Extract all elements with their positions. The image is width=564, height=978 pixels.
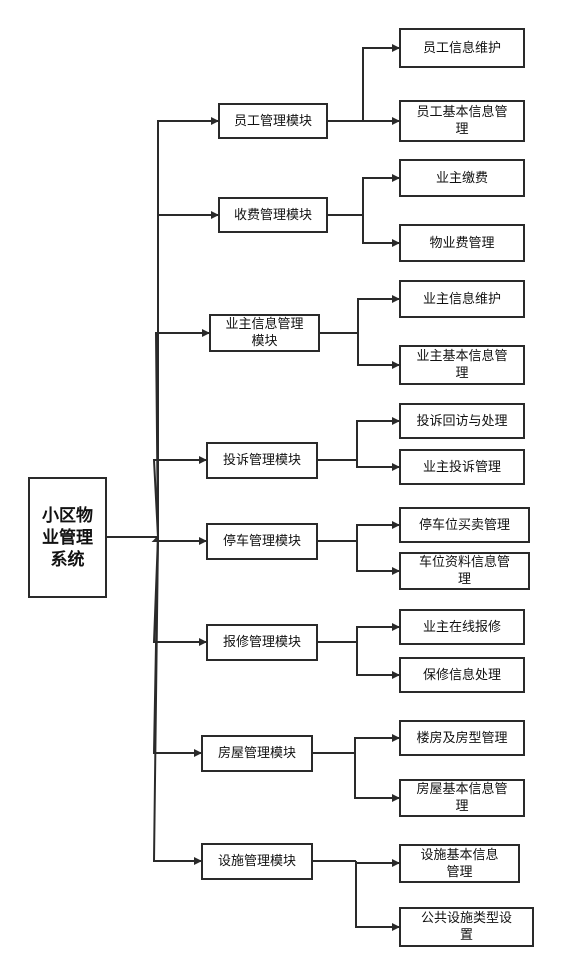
leaf-node-complaints-2: 业主投诉管理 xyxy=(399,449,525,485)
leaf-line-2-1 xyxy=(357,333,400,369)
leaf-node-staff-1: 员工信息维护 xyxy=(399,28,525,68)
leaf-node-complaints-1: 投诉回访与处理 xyxy=(399,403,525,439)
branch-line-6 xyxy=(152,536,202,757)
module-node-repairs: 报修管理模块 xyxy=(206,624,318,661)
leaf-node-owner-info-2: 业主基本信息管 理 xyxy=(399,345,525,385)
leaf-node-housing-1: 楼房及房型管理 xyxy=(399,720,525,756)
leaf-node-fees-1: 业主缴费 xyxy=(399,159,525,197)
branch-line-3 xyxy=(152,456,207,538)
module-node-owner-info: 业主信息管理 模块 xyxy=(209,314,320,352)
module-node-fees: 收费管理模块 xyxy=(218,197,328,233)
module-node-facilities: 设施管理模块 xyxy=(201,843,313,880)
leaf-line-5-0 xyxy=(356,623,400,642)
leaf-line-1-1 xyxy=(362,215,400,247)
module-node-housing: 房屋管理模块 xyxy=(201,735,313,772)
leaf-node-parking-1: 停车位买卖管理 xyxy=(399,507,530,543)
leaf-line-6-0 xyxy=(354,734,400,753)
leaf-node-housing-2: 房屋基本信息管 理 xyxy=(399,779,525,817)
leaf-line-4-1 xyxy=(356,541,400,575)
leaf-node-staff-2: 员工基本信息管 理 xyxy=(399,100,525,142)
leaf-node-fees-2: 物业费管理 xyxy=(399,224,525,262)
leaf-node-owner-info-1: 业主信息维护 xyxy=(399,280,525,318)
leaf-node-repairs-2: 保修信息处理 xyxy=(399,657,525,693)
module-node-parking: 停车管理模块 xyxy=(206,523,318,560)
leaf-line-3-0 xyxy=(356,417,400,460)
leaf-line-7-1 xyxy=(355,861,400,931)
leaf-line-5-1 xyxy=(356,642,400,679)
module-node-staff: 员工管理模块 xyxy=(218,103,328,139)
leaf-line-2-0 xyxy=(357,295,400,333)
branch-line-1 xyxy=(157,211,219,537)
leaf-line-3-1 xyxy=(356,460,400,471)
branch-line-4 xyxy=(151,536,207,545)
leaf-node-parking-2: 车位资料信息管 理 xyxy=(399,552,530,590)
leaf-line-1-0 xyxy=(362,174,400,215)
leaf-line-6-1 xyxy=(354,753,400,802)
leaf-line-0-0 xyxy=(362,44,400,121)
root-node: 小区物 业管理 系统 xyxy=(28,477,107,598)
leaf-line-4-0 xyxy=(356,521,400,541)
branch-line-7 xyxy=(152,536,202,865)
branch-line-5 xyxy=(152,536,207,646)
leaf-line-7-0 xyxy=(355,859,400,867)
leaf-node-repairs-1: 业主在线报修 xyxy=(399,609,525,645)
leaf-node-facilities-1: 设施基本信息 管理 xyxy=(399,844,520,883)
branch-line-2 xyxy=(154,329,210,538)
module-node-complaints: 投诉管理模块 xyxy=(206,442,318,479)
leaf-node-facilities-2: 公共设施类型设 置 xyxy=(399,907,534,947)
